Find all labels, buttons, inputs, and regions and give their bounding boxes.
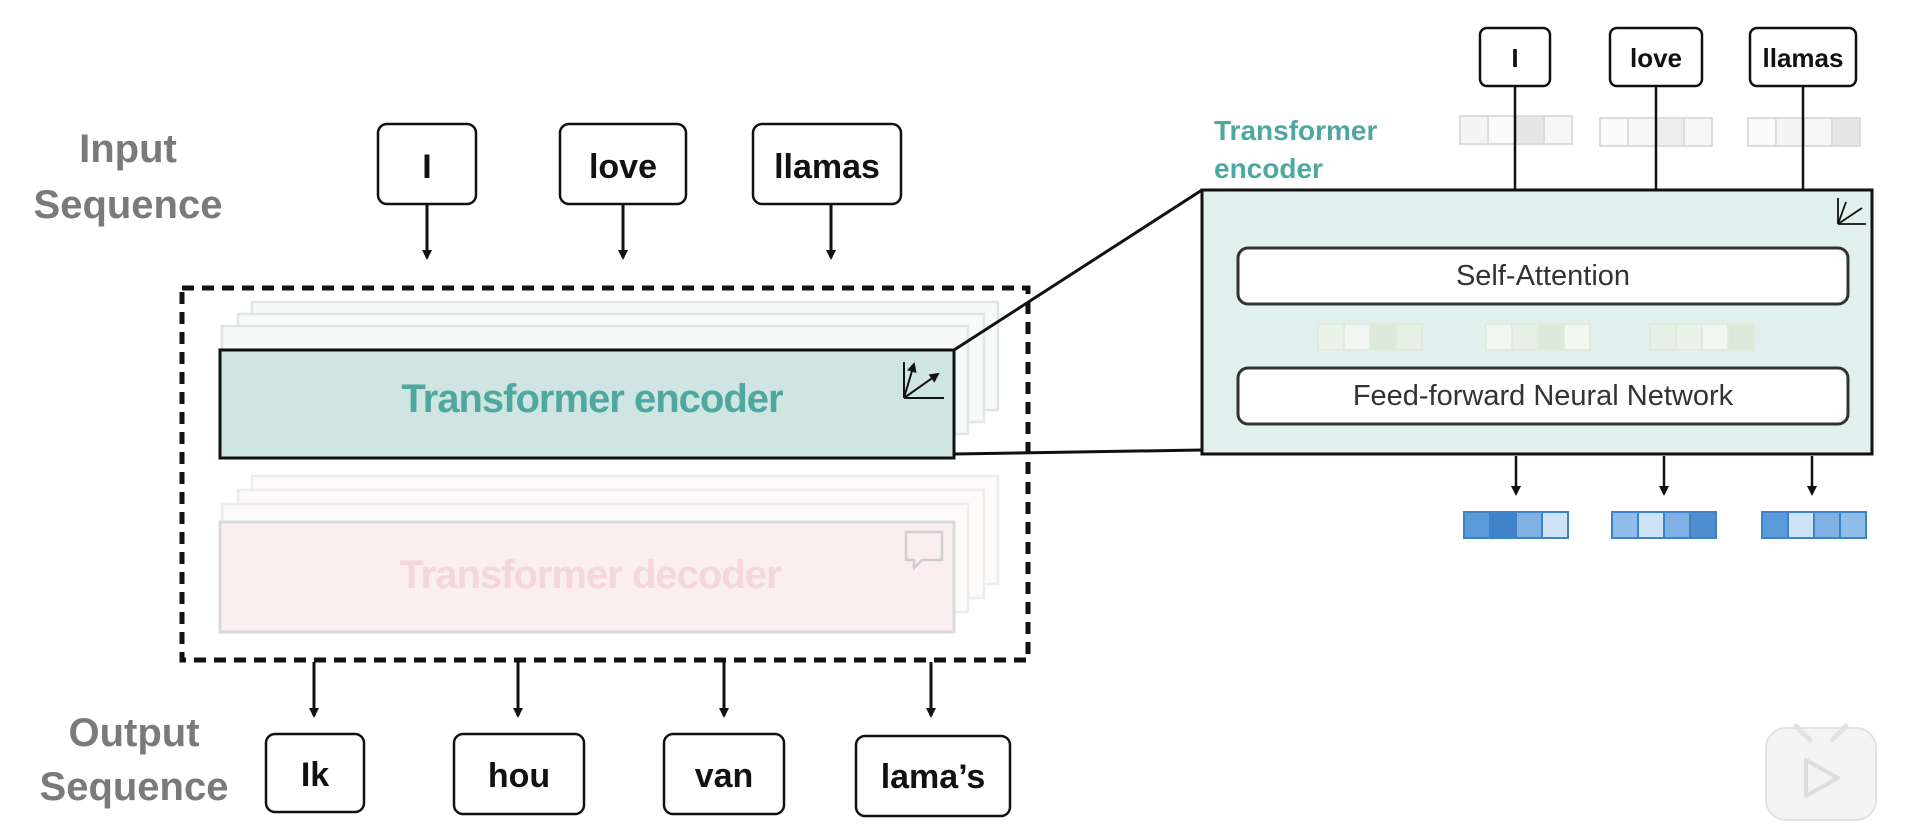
- svg-text:hou: hou: [488, 757, 550, 795]
- zoom-input-lines: [1513, 86, 1805, 190]
- zoom-vector-arrows-icon: [1837, 198, 1866, 225]
- transformer-decoder-block: Transformer decoder: [218, 520, 956, 634]
- output-embedding-1: [1463, 511, 1569, 539]
- output-token-ik: Ik: [264, 732, 366, 814]
- output-sequence-label-line2: Sequence: [40, 765, 229, 809]
- svg-text:I: I: [1511, 43, 1518, 73]
- model-dashed-container: [179, 285, 1031, 663]
- svg-text:love: love: [1630, 43, 1682, 73]
- input-embedding-vectors: [1459, 115, 1861, 147]
- input-embedding-love: [1599, 117, 1713, 147]
- output-token-van: van: [662, 732, 786, 816]
- transformer-decoder-label: Transformer decoder: [399, 553, 781, 597]
- input-token-llamas: llamas: [751, 122, 903, 206]
- output-embedding-vectors: [1463, 511, 1867, 539]
- zoom-output-arrows: [1511, 456, 1817, 496]
- output-embedding-3: [1761, 511, 1867, 539]
- svg-text:llamas: llamas: [774, 148, 880, 186]
- zoom-title-line1: Transformer: [1214, 115, 1377, 146]
- vector-arrows-icon: [903, 362, 944, 399]
- input-sequence-label-line2: Sequence: [34, 183, 223, 227]
- svg-text:van: van: [695, 757, 754, 795]
- input-arrows: [422, 204, 836, 260]
- svg-text:lama’s: lama’s: [881, 758, 986, 796]
- input-embedding-i: [1459, 115, 1573, 145]
- zoom-top-token-i: I: [1478, 26, 1552, 88]
- intermediate-vector-3: [1649, 323, 1755, 351]
- self-attention-label: Self-Attention: [1456, 260, 1630, 292]
- zoom-title-line2: encoder: [1214, 153, 1323, 184]
- intermediate-vector-2: [1485, 323, 1591, 351]
- output-embedding-2: [1611, 511, 1717, 539]
- zoom-connector-lines: [953, 188, 1203, 456]
- input-token-i: I: [376, 122, 478, 206]
- output-sequence-label-line1: Output: [68, 711, 199, 755]
- transformer-encoder-label: Transformer encoder: [401, 377, 783, 421]
- input-token-love: love: [558, 122, 688, 206]
- intermediate-vectors: [1317, 323, 1755, 351]
- play-button-icon[interactable]: [1765, 723, 1877, 821]
- svg-text:I: I: [422, 148, 431, 186]
- transformer-encoder-block: Transformer encoder: [218, 348, 956, 460]
- output-token-lamas: lama’s: [854, 734, 1012, 818]
- svg-text:love: love: [589, 148, 657, 186]
- zoom-top-token-llamas: llamas: [1748, 26, 1858, 88]
- zoom-top-token-love: love: [1608, 26, 1704, 88]
- feed-forward-block: Feed-forward Neural Network: [1236, 366, 1850, 426]
- intermediate-vector-1: [1317, 323, 1423, 351]
- output-arrows: [309, 662, 936, 718]
- output-token-hou: hou: [452, 732, 586, 816]
- self-attention-block: Self-Attention: [1236, 246, 1850, 306]
- svg-text:Ik: Ik: [301, 756, 329, 794]
- feed-forward-label: Feed-forward Neural Network: [1353, 380, 1734, 412]
- svg-text:llamas: llamas: [1763, 43, 1844, 73]
- speech-bubble-icon: [904, 530, 944, 572]
- input-sequence-label-line1: Input: [79, 127, 177, 171]
